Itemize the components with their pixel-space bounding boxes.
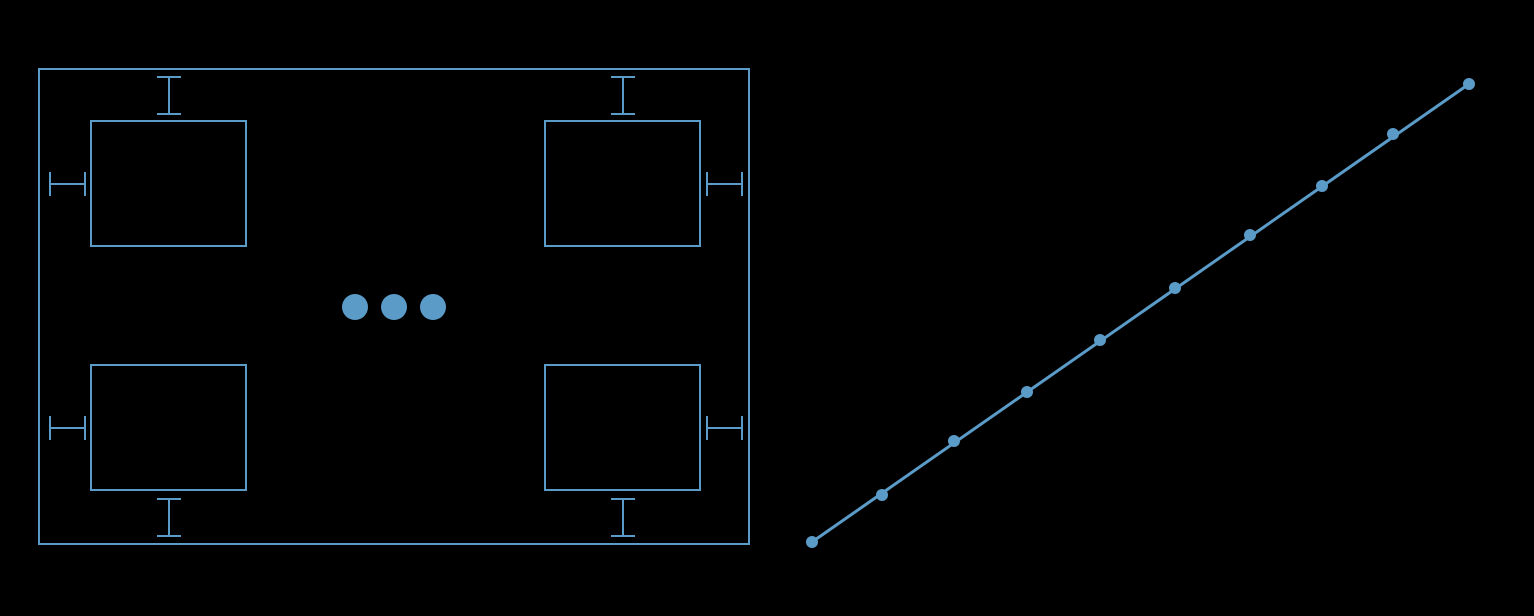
line-point <box>876 489 888 501</box>
line-with-points <box>806 78 1475 548</box>
top-left-vertical-spacer <box>157 76 181 115</box>
diagonal-line <box>811 82 1470 544</box>
line-point <box>806 536 818 548</box>
bottom-left-box <box>90 364 247 491</box>
line-point <box>1021 386 1033 398</box>
ellipsis-dot <box>342 294 368 320</box>
bottom-right-horizontal-spacer <box>706 416 743 440</box>
line-point <box>1169 282 1181 294</box>
top-right-horizontal-spacer <box>706 172 743 196</box>
bottom-right-box <box>544 364 701 491</box>
ellipsis-dots <box>342 294 446 320</box>
line-point <box>1244 229 1256 241</box>
line-point <box>948 435 960 447</box>
line-points <box>806 78 1475 548</box>
bottom-right-vertical-spacer <box>611 498 635 537</box>
line-point <box>1387 128 1399 140</box>
line-point <box>1316 180 1328 192</box>
top-right-vertical-spacer <box>611 76 635 115</box>
bottom-left-vertical-spacer <box>157 498 181 537</box>
ellipsis-dot <box>381 294 407 320</box>
top-left-box <box>90 120 247 247</box>
top-right-box <box>544 120 701 247</box>
outer-frame <box>38 68 750 545</box>
ellipsis-dot <box>420 294 446 320</box>
bottom-left-horizontal-spacer <box>49 416 86 440</box>
padding-diagram <box>38 68 750 545</box>
top-left-horizontal-spacer <box>49 172 86 196</box>
line-point <box>1463 78 1475 90</box>
line-point <box>1094 334 1106 346</box>
